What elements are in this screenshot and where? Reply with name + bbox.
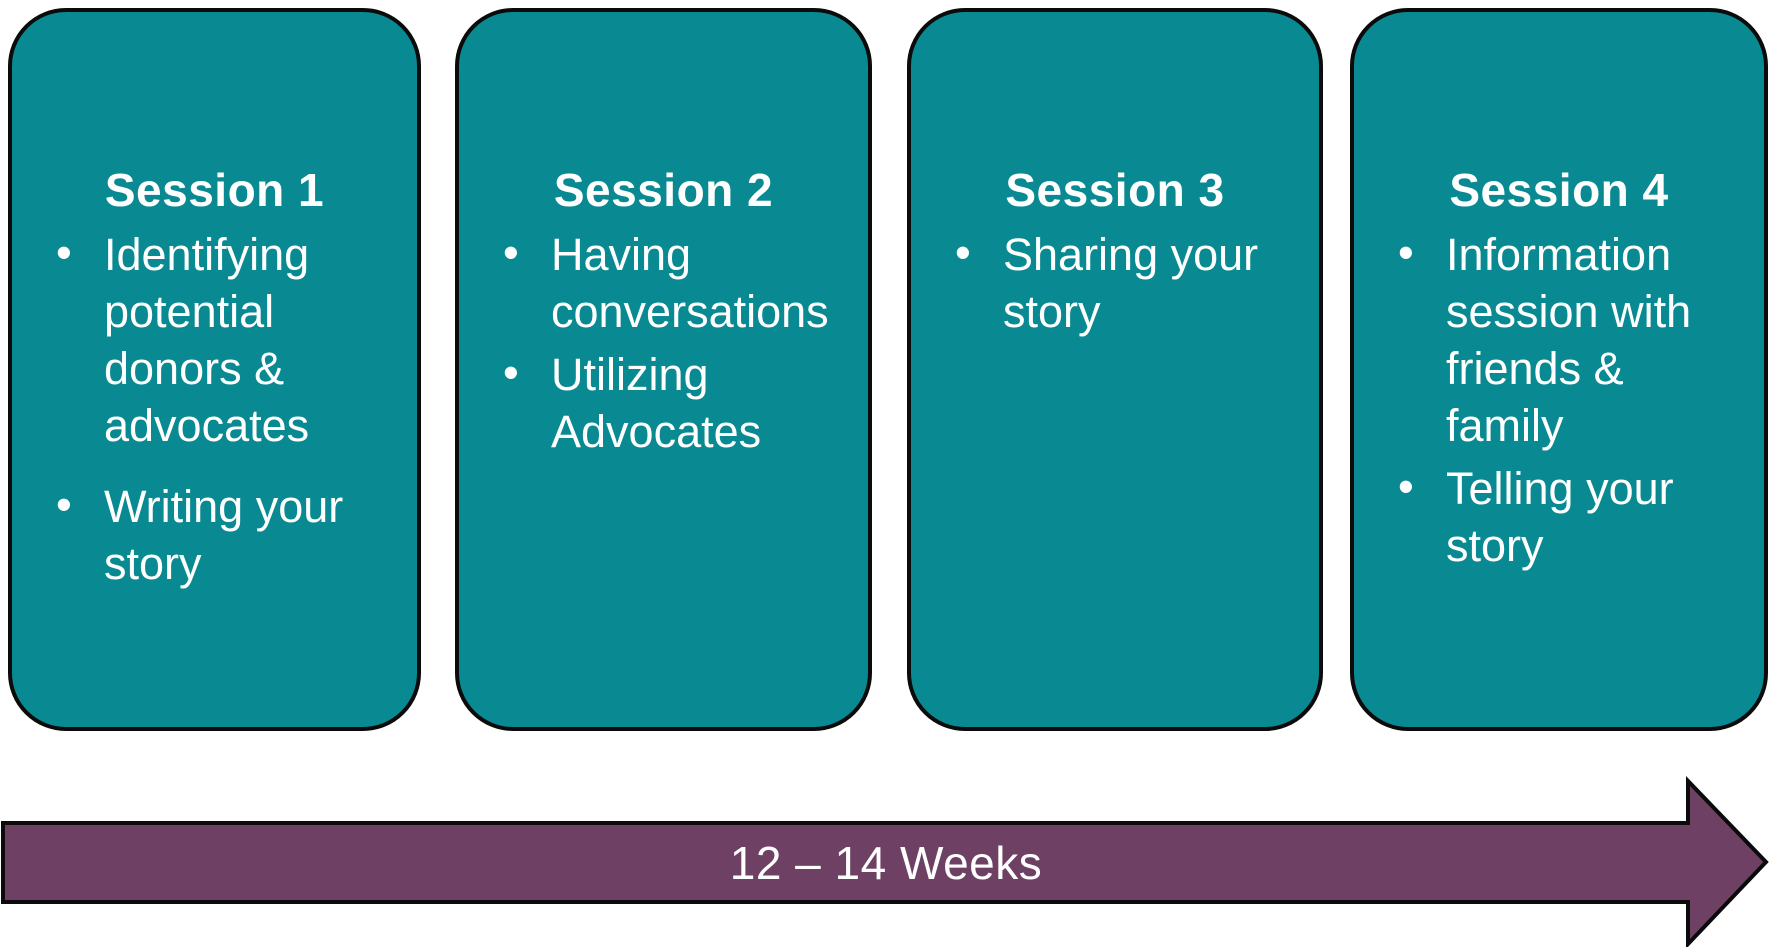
bullet-icon: • bbox=[1398, 461, 1414, 512]
session-4-title: Session 4 bbox=[1449, 164, 1669, 216]
session-2-bullet-list: • Having conversations • Utilizing Advoc… bbox=[459, 226, 868, 460]
session-3-bullet-list: • Sharing your story bbox=[911, 226, 1319, 340]
bullet-item: • Telling your story bbox=[1354, 460, 1750, 574]
bullet-text: Telling your story bbox=[1446, 463, 1674, 571]
bullet-icon: • bbox=[1398, 227, 1414, 278]
bullet-icon: • bbox=[503, 347, 519, 398]
bullet-text: Information session with friends & famil… bbox=[1446, 229, 1692, 451]
bullet-icon: • bbox=[56, 479, 72, 530]
bullet-item: • Identifying potential donors & advocat… bbox=[12, 226, 403, 454]
session-1-bullet-list: • Identifying potential donors & advocat… bbox=[12, 226, 417, 592]
bullet-item: • Writing your story bbox=[12, 478, 403, 592]
timeline-arrow-shape bbox=[1, 776, 1769, 947]
session-1-card: Session 1 • Identifying potential donors… bbox=[8, 8, 421, 731]
bullet-text: Writing your story bbox=[104, 481, 344, 589]
bullet-icon: • bbox=[955, 227, 971, 278]
bullet-item: • Utilizing Advocates bbox=[459, 346, 854, 460]
session-3-card: Session 3 • Sharing your story bbox=[907, 8, 1323, 731]
bullet-text: Having conversations bbox=[551, 229, 829, 337]
bullet-text: Utilizing Advocates bbox=[551, 349, 762, 457]
session-1-title: Session 1 bbox=[104, 164, 325, 216]
timeline-duration-label: 12 – 14 Weeks bbox=[729, 836, 1043, 889]
bullet-item: • Information session with friends & fam… bbox=[1354, 226, 1750, 454]
session-3-title: Session 3 bbox=[1005, 164, 1225, 216]
session-4-card: Session 4 • Information session with fri… bbox=[1350, 8, 1768, 731]
bullet-item: • Sharing your story bbox=[911, 226, 1305, 340]
bullet-text: Sharing your story bbox=[1003, 229, 1259, 337]
bullet-item: • Having conversations bbox=[459, 226, 854, 340]
bullet-icon: • bbox=[56, 227, 72, 278]
bullet-text: Identifying potential donors & advocates bbox=[104, 229, 310, 451]
session-2-title: Session 2 bbox=[553, 164, 774, 216]
bullet-icon: • bbox=[503, 227, 519, 278]
session-4-bullet-list: • Information session with friends & fam… bbox=[1354, 226, 1764, 574]
session-2-card: Session 2 • Having conversations • Utili… bbox=[455, 8, 872, 731]
